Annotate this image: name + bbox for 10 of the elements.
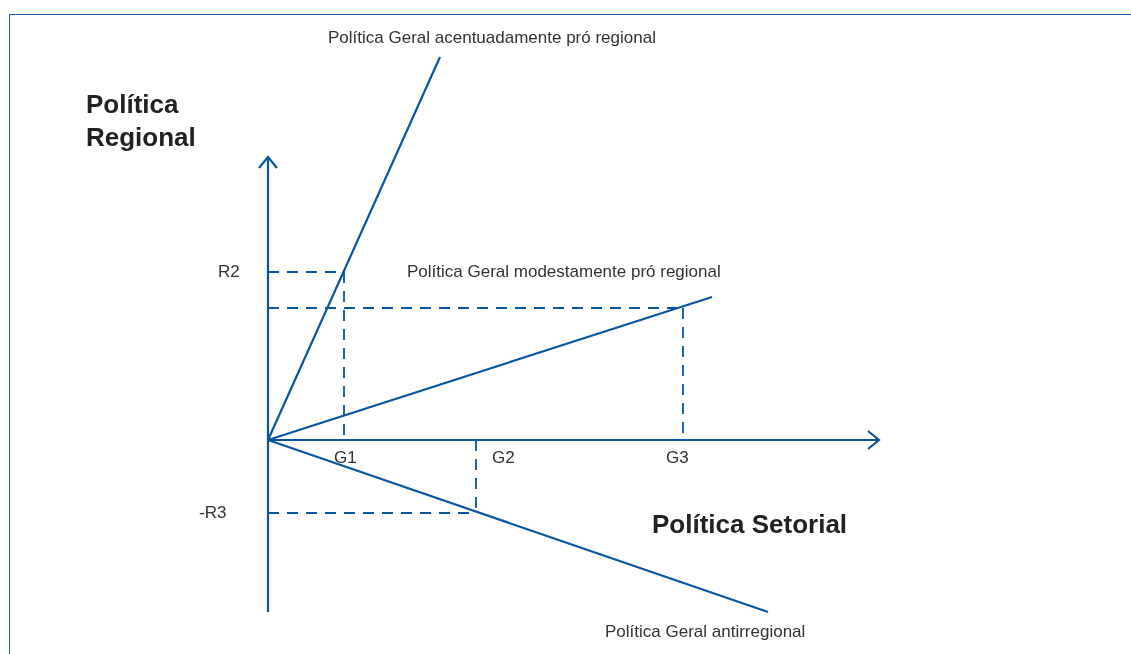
tick-label: R2 xyxy=(218,262,240,282)
line-label: Política Geral modestamente pró regional xyxy=(407,262,721,282)
tick-label: G1 xyxy=(334,448,357,468)
tick-label: -R3 xyxy=(199,503,227,523)
tick-label: G3 xyxy=(666,448,689,468)
axis-title: Política Setorial xyxy=(652,508,848,541)
line-label: Política Geral acentuadamente pró regional xyxy=(328,28,656,48)
axis-title: Política Regional xyxy=(86,88,197,154)
line-label: Política Geral antirregional xyxy=(605,622,806,642)
tick-label: G2 xyxy=(492,448,515,468)
